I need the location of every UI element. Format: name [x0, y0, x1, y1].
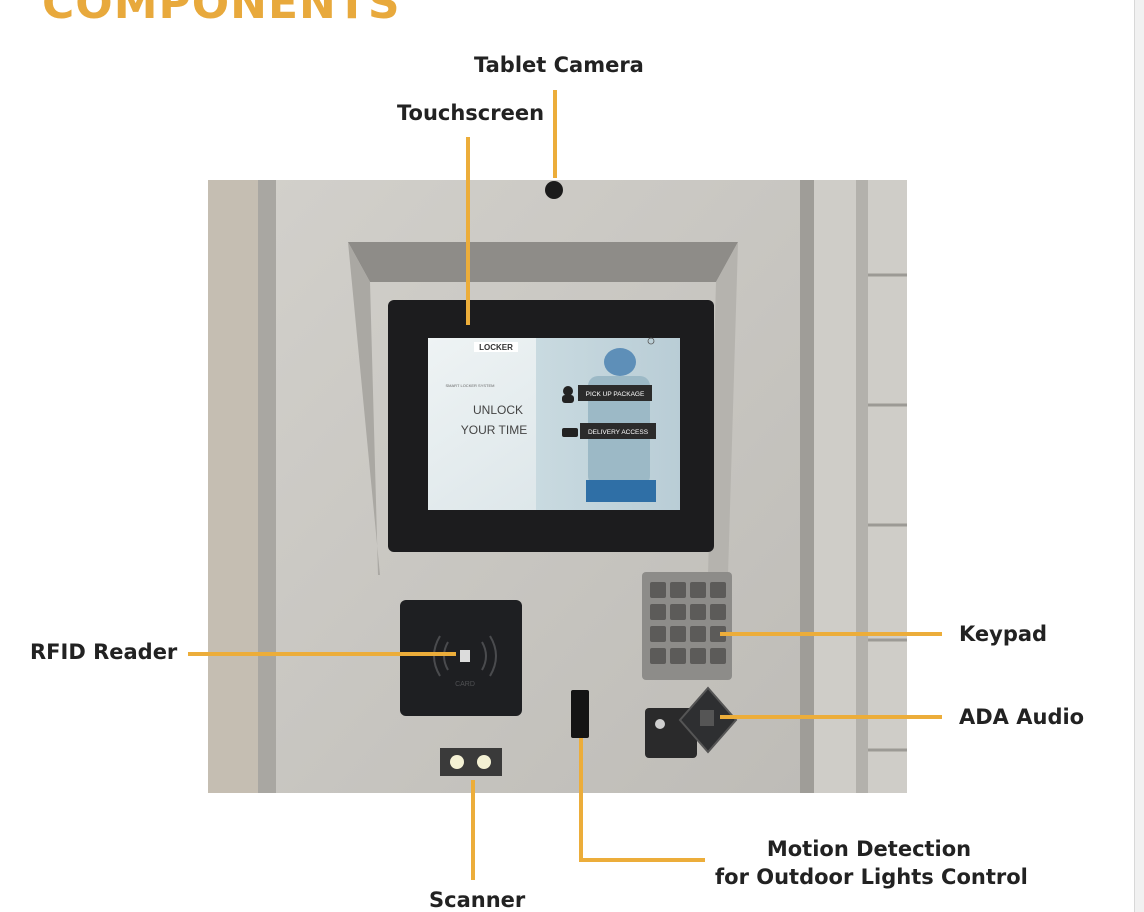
rfid-indicator	[460, 650, 470, 662]
keypad-keys[interactable]	[650, 582, 726, 664]
rfid-waves	[433, 635, 497, 677]
truck-icon	[562, 428, 578, 437]
leader-rfid-reader	[188, 652, 456, 656]
person-icon	[563, 386, 573, 396]
leader-ada-audio	[720, 715, 942, 719]
delivery-access-label: DELIVERY ACCESS	[588, 429, 649, 436]
leader-keypad	[720, 632, 942, 636]
pickup-package-button[interactable]	[578, 385, 652, 401]
label-ada-audio: ADA Audio	[959, 705, 1085, 729]
tablet-camera-lens	[545, 181, 563, 199]
panel-left-edge	[258, 180, 276, 793]
screen-tagline-line1: UNLOCK	[473, 403, 523, 417]
scanner-housing	[440, 748, 502, 776]
label-touchscreen: Touchscreen	[397, 101, 545, 125]
ada-audio-jack[interactable]	[655, 719, 665, 729]
screen-recess-left	[348, 242, 380, 575]
label-motion-detection: Motion Detection for Outdoor Lights Cont…	[715, 835, 1028, 891]
label-keypad: Keypad	[959, 622, 1048, 646]
rfid-card-text: CARD	[455, 681, 475, 688]
delivery-access-button[interactable]	[580, 423, 656, 439]
screen-recess-right	[708, 242, 738, 575]
leader-motion-horizontal	[579, 858, 705, 862]
screen-recess-top	[348, 242, 738, 282]
screen-tagline-small: SMART LOCKER SYSTEM	[446, 383, 495, 388]
person-jeans	[586, 480, 656, 502]
leader-touchscreen	[466, 137, 470, 325]
motion-sensor	[571, 690, 589, 738]
panel-divider	[800, 180, 814, 793]
left-wall	[208, 180, 258, 793]
person-icon-body	[562, 395, 574, 403]
locker-doors	[868, 273, 907, 752]
person-cap	[604, 348, 636, 376]
screen-tagline-line2: YOUR TIME	[461, 423, 527, 437]
page-right-edge	[1134, 0, 1144, 912]
scanner-light-left	[450, 755, 464, 769]
scanner-light-right	[477, 755, 491, 769]
info-icon[interactable]	[647, 337, 655, 345]
screen-logo-box	[474, 342, 518, 352]
leader-tablet-camera	[553, 90, 557, 178]
kiosk-illustration: LOCKER SMART LOCKER SYSTEM UNLOCK YOUR T…	[208, 180, 907, 793]
label-tablet-camera: Tablet Camera	[474, 53, 644, 77]
label-motion-line1: Motion Detection	[766, 837, 972, 861]
screen-logo: LOCKER	[479, 343, 513, 352]
leader-motion-vertical	[579, 738, 583, 862]
leader-scanner	[471, 780, 475, 880]
section-heading: COMPONENTS	[42, 0, 401, 29]
pickup-package-label: PICK UP PACKAGE	[586, 391, 645, 398]
kiosk-photo: LOCKER SMART LOCKER SYSTEM UNLOCK YOUR T…	[208, 180, 907, 793]
label-motion-line2: for Outdoor Lights Control	[715, 865, 1028, 889]
locker-gap	[856, 180, 868, 793]
label-rfid-reader: RFID Reader	[30, 640, 178, 664]
ada-audio-center	[700, 710, 714, 726]
label-scanner: Scanner	[429, 888, 526, 912]
